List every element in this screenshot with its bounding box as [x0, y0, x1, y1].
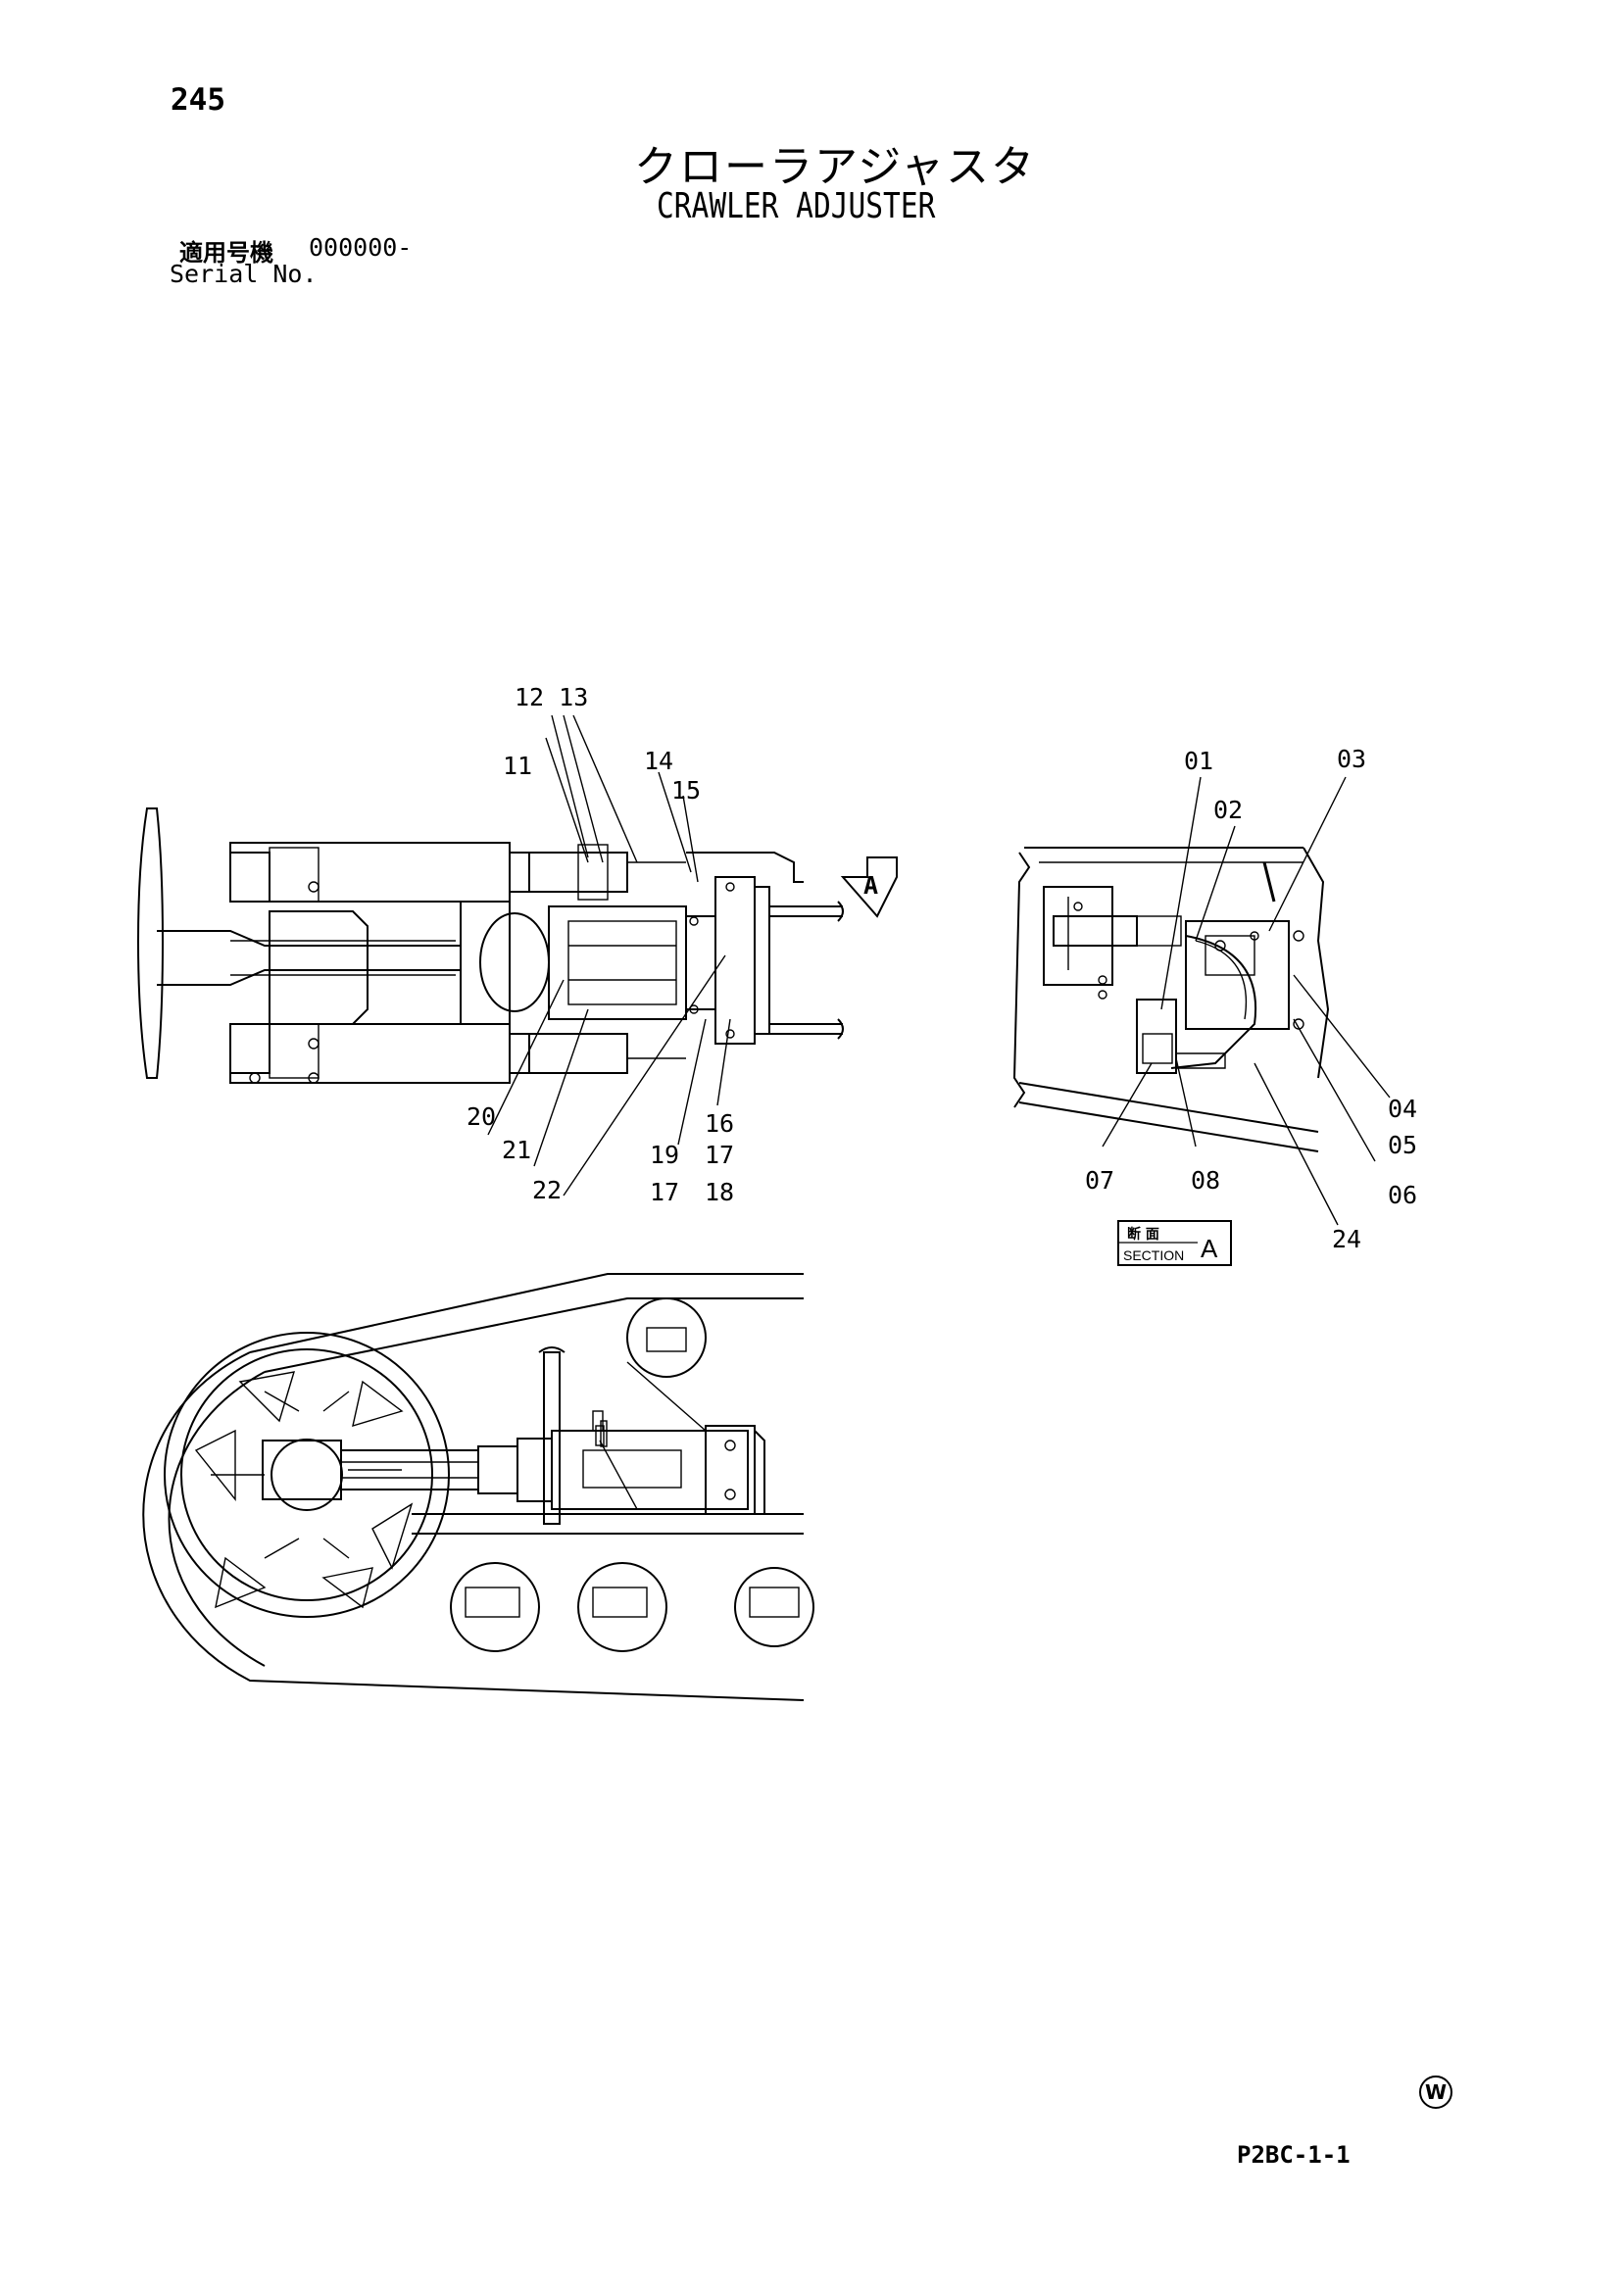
callout-16: 16: [705, 1109, 734, 1138]
section-a-tag: 断 面 SECTION A: [1117, 1220, 1232, 1266]
section-a-drawing: [1012, 847, 1330, 1152]
section-a-leaders: [1102, 776, 1391, 1226]
callout-20: 20: [467, 1102, 496, 1131]
footer-code: P2BC-1-1: [1237, 2141, 1351, 2169]
callout-19: 19: [650, 1141, 679, 1169]
callout-17b: 17: [650, 1178, 679, 1206]
callout-05: 05: [1388, 1131, 1417, 1159]
callout-01: 01: [1184, 747, 1213, 775]
view-arrow-letter: A: [863, 871, 878, 900]
callout-03: 03: [1337, 745, 1366, 773]
callout-07: 07: [1085, 1166, 1114, 1195]
side-view-drawing: [142, 1273, 814, 1701]
callout-04: 04: [1388, 1095, 1417, 1123]
section-tag-letter: A: [1201, 1234, 1218, 1263]
callout-21: 21: [502, 1136, 531, 1164]
page-number: 245: [171, 82, 225, 118]
serial-value: 000000-: [309, 233, 413, 262]
callout-17a: 17: [705, 1141, 734, 1169]
callout-12-13: 12 13: [515, 683, 588, 711]
top-view-drawing: [137, 807, 898, 1084]
w-circle-mark: W: [1419, 2076, 1452, 2109]
callout-18: 18: [705, 1178, 734, 1206]
section-tag-english: SECTION: [1123, 1247, 1184, 1263]
callout-02: 02: [1213, 796, 1243, 824]
callouts: 12 13 11 14 15 20 21 22 16 17 19 17 18 0…: [467, 683, 1417, 1253]
callout-14: 14: [644, 747, 673, 775]
callout-06: 06: [1388, 1181, 1417, 1209]
serial-label-japanese: 適用号機: [179, 239, 273, 267]
top-view-leaders: [487, 714, 731, 1197]
title-english: CRAWLER ADJUSTER: [657, 186, 936, 226]
section-tag-japanese: 断 面: [1127, 1226, 1159, 1243]
serial-label-english: Serial No.: [170, 260, 318, 288]
callout-22: 22: [532, 1176, 562, 1204]
title-japanese: クローラアジャスタ: [634, 142, 1037, 192]
callout-24: 24: [1332, 1225, 1361, 1253]
callout-11: 11: [503, 752, 532, 780]
callout-08: 08: [1191, 1166, 1220, 1195]
callout-15: 15: [671, 776, 701, 805]
